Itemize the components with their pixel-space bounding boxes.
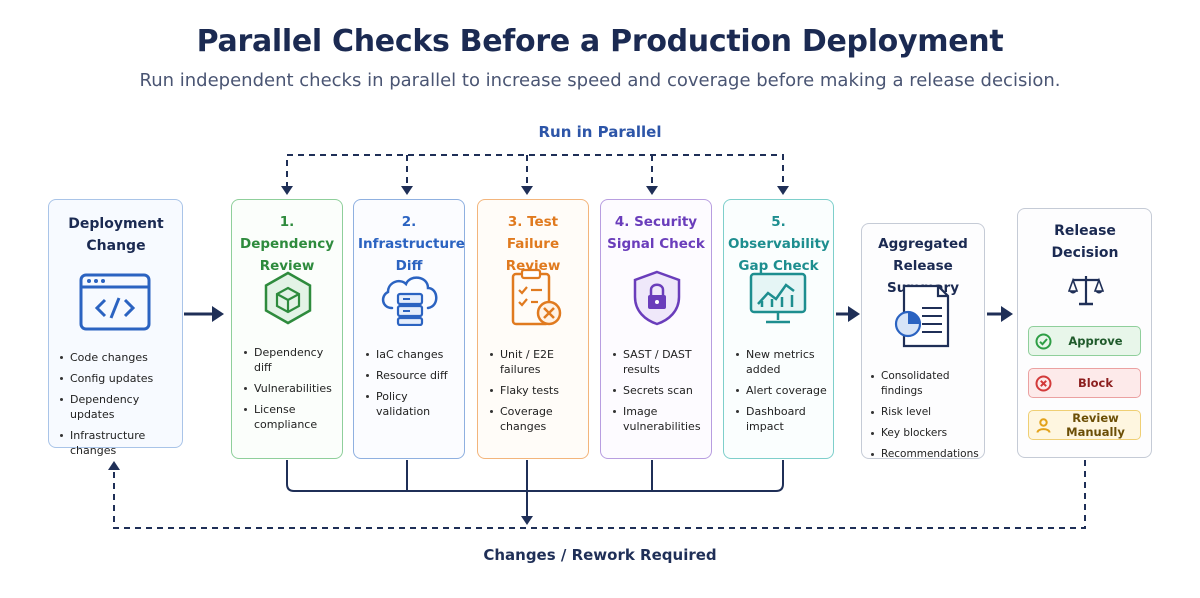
- list-item: Coverage changes: [489, 404, 585, 434]
- approve-label: Approve: [1068, 334, 1123, 348]
- list-item: Config updates: [59, 371, 181, 386]
- list-item: Alert coverage: [735, 383, 831, 398]
- page-title: Parallel Checks Before a Production Depl…: [196, 24, 1004, 59]
- observability-gap-check-title: 5. Observability Gap Check: [728, 214, 830, 274]
- deployment-change-title: Deployment Change: [68, 216, 164, 254]
- list-item: Code changes: [59, 350, 181, 365]
- list-item: Secrets scan: [612, 383, 708, 398]
- list-item: Image vulnerabilities: [612, 404, 708, 434]
- list-item: Consolidated findings: [870, 369, 984, 399]
- list-item: Risk level: [870, 405, 984, 420]
- parallel-fanout-connector: [286, 154, 784, 188]
- person-icon: [1029, 417, 1057, 434]
- dependency-review-card: 1. Dependency Review Dependency diff Vul…: [231, 199, 343, 459]
- list-item: Dependency diff: [243, 345, 339, 375]
- aggregated-release-summary-list: Consolidated findings Risk level Key blo…: [870, 369, 984, 468]
- list-item: SAST / DAST results: [612, 347, 708, 377]
- test-failure-review-title: 3. Test Failure Review: [505, 214, 561, 274]
- list-item: Dashboard impact: [735, 404, 831, 434]
- infrastructure-diff-list: IaC changes Resource diff Policy validat…: [365, 347, 461, 425]
- list-item: IaC changes: [365, 347, 461, 362]
- cloud-server-icon: [378, 272, 442, 330]
- page-subtitle: Run independent checks in parallel to in…: [139, 70, 1061, 91]
- dependency-review-title: 1. Dependency Review: [239, 214, 335, 274]
- scales-icon: [1067, 273, 1105, 311]
- deployment-change-card: Deployment Change Code changes Config up…: [48, 199, 183, 457]
- release-decision-card: Release Decision Approve Block Review Ma…: [1017, 208, 1152, 458]
- list-item: New metrics added: [735, 347, 831, 377]
- shield-lock-icon: [631, 269, 683, 331]
- dependency-review-list: Dependency diff Vulnerabilities License …: [243, 345, 339, 438]
- list-item: Flaky tests: [489, 383, 585, 398]
- list-item: Policy validation: [365, 389, 461, 419]
- security-signal-check-title: 4. Security Signal Check: [607, 214, 705, 252]
- deployment-change-list: Code changes Config updates Dependency u…: [59, 350, 181, 464]
- clipboard-x-icon: [508, 268, 564, 332]
- list-item: License compliance: [243, 402, 339, 432]
- x-circle-icon: [1029, 375, 1057, 392]
- observability-gap-check-list: New metrics added Alert coverage Dashboa…: [735, 347, 831, 440]
- list-item: Infrastructure changes: [59, 428, 181, 458]
- block-option[interactable]: Block: [1028, 368, 1141, 398]
- list-item: Key blockers: [870, 426, 984, 441]
- release-decision-title: Release Decision: [1051, 223, 1119, 261]
- rework-label: Changes / Rework Required: [483, 546, 717, 564]
- test-failure-review-card: 3. Test Failure Review Unit / E2E failur…: [477, 199, 589, 459]
- block-label: Block: [1077, 376, 1114, 390]
- review-manually-option[interactable]: Review Manually: [1028, 410, 1141, 440]
- list-item: Unit / E2E failures: [489, 347, 585, 377]
- review-manually-label: Review Manually: [1066, 411, 1125, 439]
- list-item: Vulnerabilities: [243, 381, 339, 396]
- list-item: Dependency updates: [59, 392, 181, 422]
- package-icon: [260, 270, 316, 330]
- run-in-parallel-label: Run in Parallel: [538, 123, 662, 141]
- security-signal-check-card: 4. Security Signal Check SAST / DAST res…: [600, 199, 712, 459]
- approve-option[interactable]: Approve: [1028, 326, 1141, 356]
- check-circle-icon: [1029, 333, 1057, 350]
- merge-bracket: [286, 460, 784, 518]
- observability-gap-check-card: 5. Observability Gap Check New metrics a…: [723, 199, 834, 459]
- list-item: Resource diff: [365, 368, 461, 383]
- report-icon: [892, 284, 954, 352]
- aggregated-release-summary-card: Aggregated Release Summary Consolidated …: [861, 223, 985, 460]
- security-signal-check-list: SAST / DAST results Secrets scan Image v…: [612, 347, 708, 440]
- infrastructure-diff-card: 2. Infrastructure Diff IaC changes Resou…: [353, 199, 465, 459]
- test-failure-review-list: Unit / E2E failures Flaky tests Coverage…: [489, 347, 585, 440]
- infrastructure-diff-title: 2. Infrastructure Diff: [358, 214, 465, 274]
- monitor-chart-icon: [748, 271, 808, 331]
- rework-loop-connector: [113, 460, 1086, 529]
- list-item: Recommendations: [870, 447, 984, 462]
- code-window-icon: [79, 273, 151, 335]
